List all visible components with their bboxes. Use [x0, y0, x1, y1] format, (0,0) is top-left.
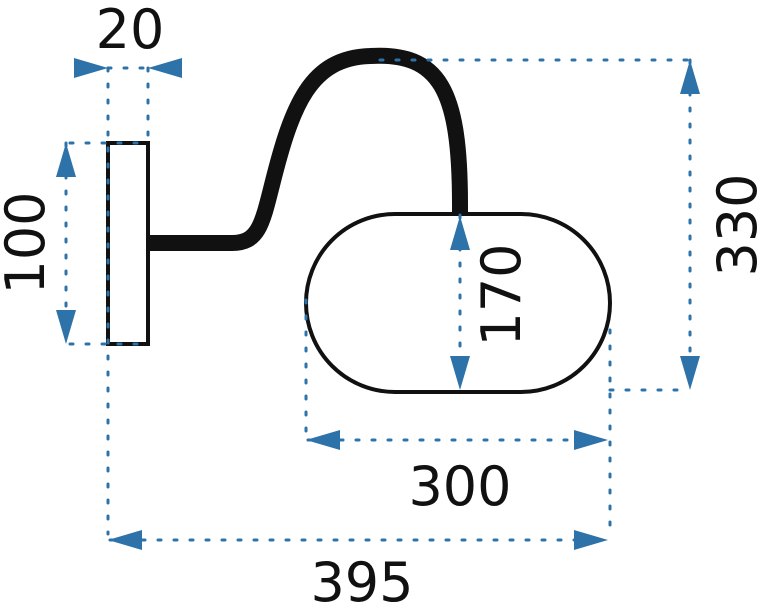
arrow-down-icon [56, 310, 76, 344]
extension-lines [64, 58, 692, 542]
arrow-left-icon [108, 530, 142, 550]
arrow-left-icon [306, 430, 340, 450]
lamp-outline [106, 47, 612, 394]
arrow-down-icon [680, 356, 700, 390]
label-bracket-width: 20 [96, 0, 165, 61]
lamp-arm [150, 47, 468, 251]
arrow-right-icon [574, 530, 608, 550]
label-total-height: 330 [706, 173, 760, 276]
arrow-up-icon [56, 143, 76, 177]
label-shade-height: 170 [470, 243, 533, 346]
arrow-up-icon [450, 216, 470, 250]
arrow-down-icon [450, 356, 470, 390]
arrow-up-icon [680, 60, 700, 94]
arrow-left-icon [148, 58, 182, 78]
arrow-right-icon [574, 430, 608, 450]
label-total-width: 395 [310, 551, 413, 606]
label-shade-width: 300 [408, 455, 511, 518]
label-bracket-height: 100 [0, 191, 57, 294]
wall-bracket [106, 141, 150, 346]
arrow-right-icon [74, 58, 108, 78]
arrowheads [56, 58, 700, 550]
